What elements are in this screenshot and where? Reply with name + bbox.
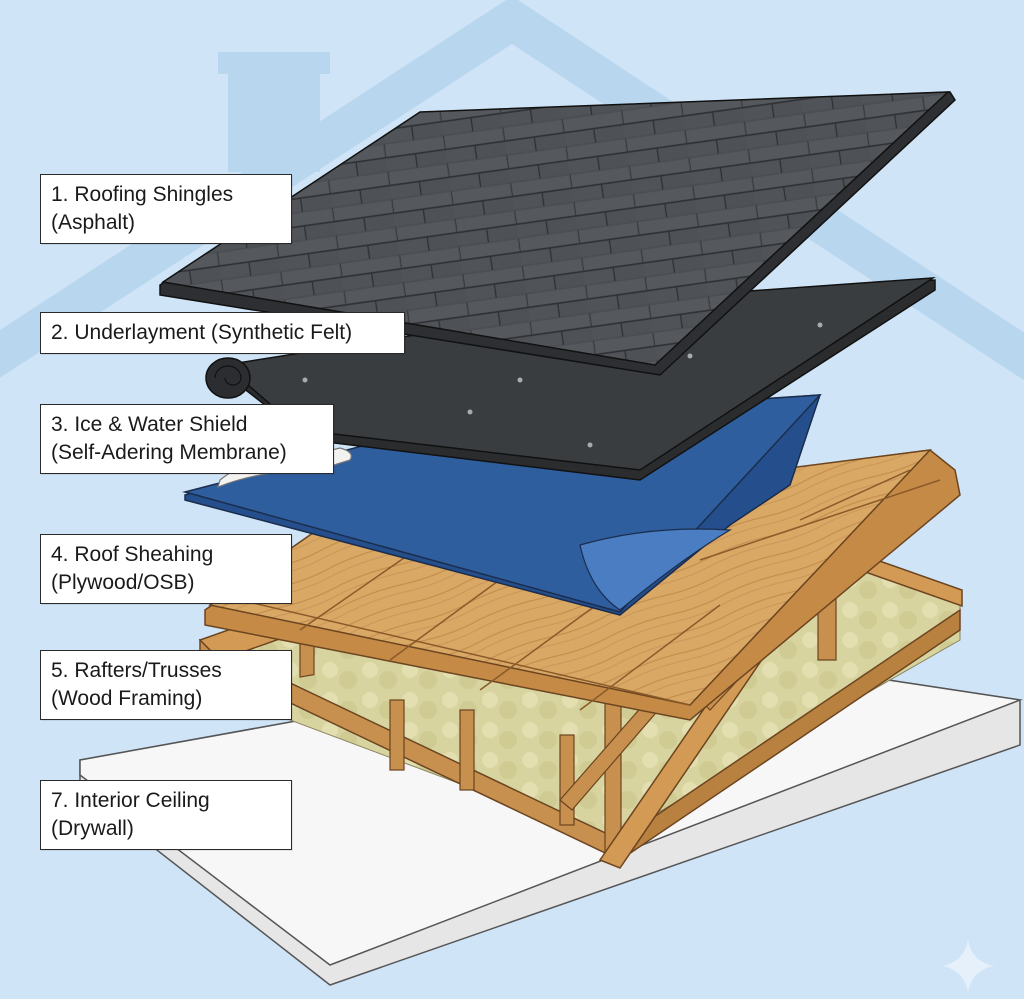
label-ice-water-shield: 3. Ice & Water Shield (Self-Adering Memb… [40,404,334,474]
label-line-1: 5. Rafters/Trusses [51,659,222,682]
house-watermark [0,0,1024,381]
label-line-1: 2. Underlayment (Synthetic Felt) [51,321,353,344]
label-line-2: (Drywall) [51,817,134,840]
shingles-layer [159,91,956,376]
label-line-1: 4. Roof Sheahing [51,543,214,566]
label-line-2: (Asphalt) [51,211,136,234]
label-line-2: (Self-Adering Membrane) [51,441,287,464]
label-drywall: 7. Interior Ceiling (Drywall) [40,780,292,850]
label-rafters: 5. Rafters/Trusses (Wood Framing) [40,650,292,720]
label-line-1: 3. Ice & Water Shield [51,413,248,436]
label-sheathing: 4. Roof Sheahing (Plywood/OSB) [40,534,292,604]
sparkle-icon [942,940,994,992]
label-line-1: 7. Interior Ceiling [51,789,210,812]
label-line-2: (Wood Framing) [51,687,203,710]
peeled-corner [579,528,732,611]
label-shingles: 1. Roofing Shingles (Asphalt) [40,174,292,244]
label-line-1: 1. Roofing Shingles [51,183,234,206]
label-line-2: (Plywood/OSB) [51,571,195,594]
label-underlayment: 2. Underlayment (Synthetic Felt) [40,312,405,354]
